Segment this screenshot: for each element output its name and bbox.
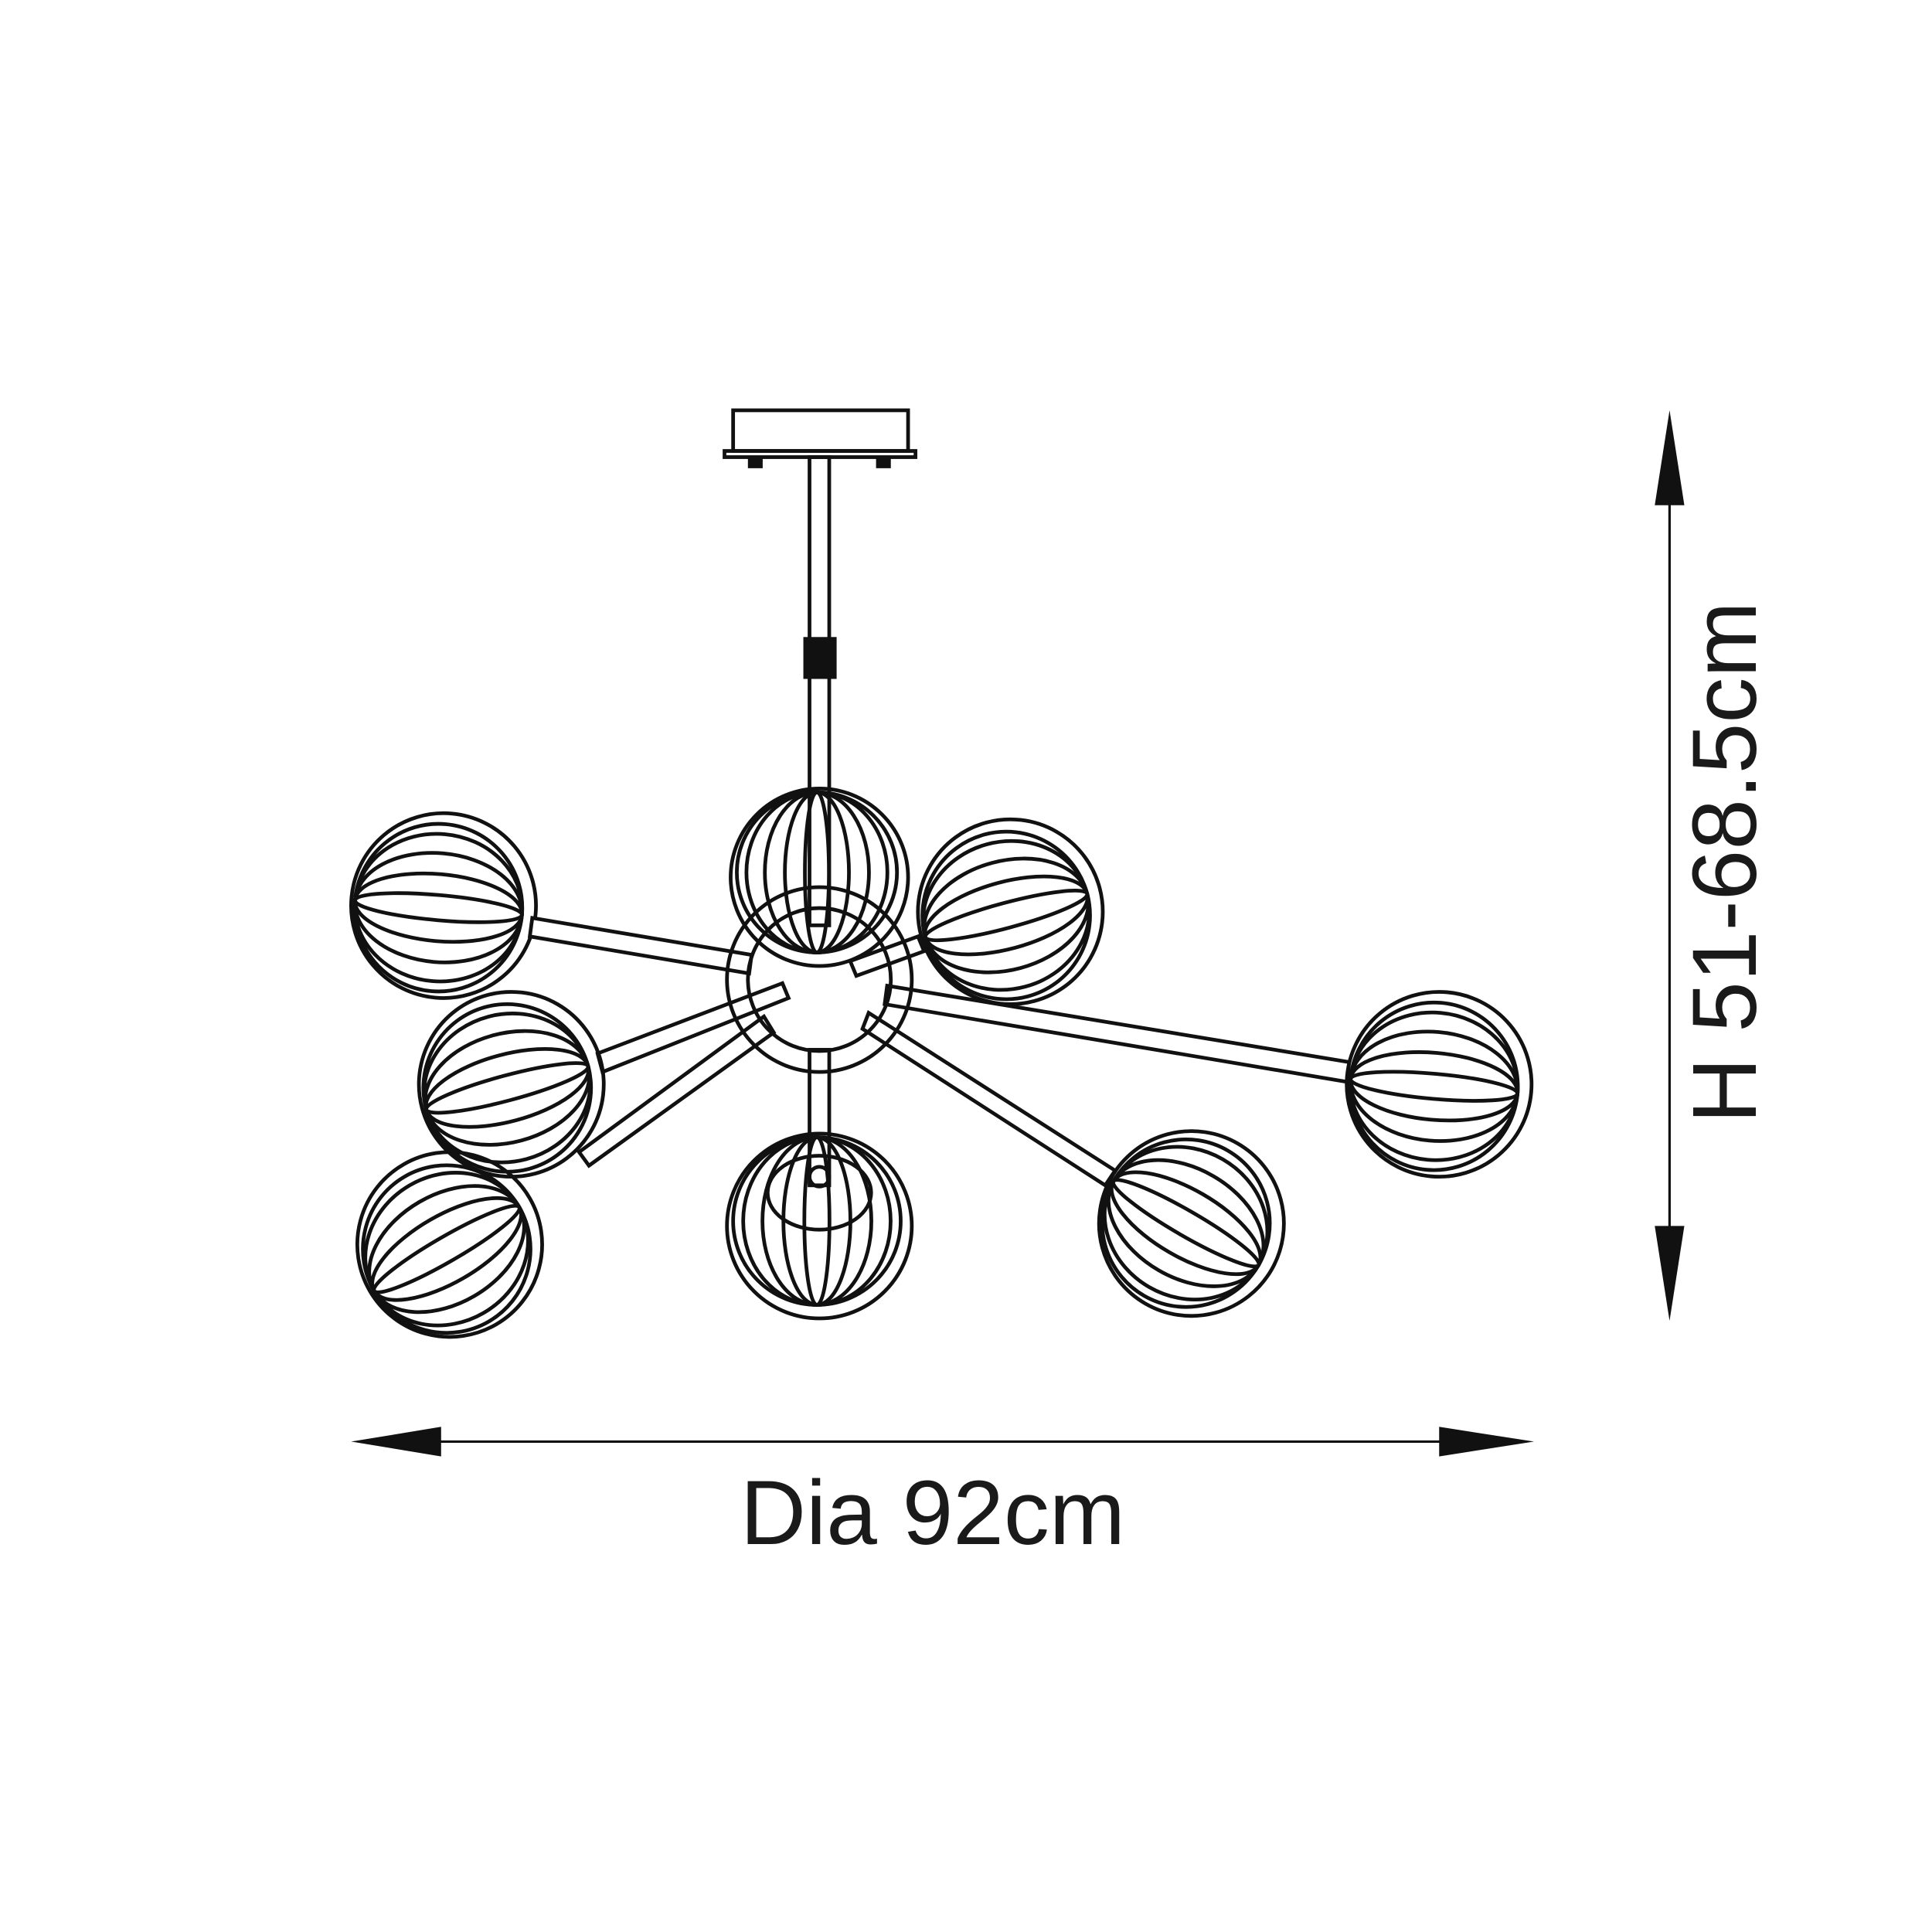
arm-left-upper bbox=[527, 916, 754, 976]
globe-bottom-center bbox=[725, 1131, 914, 1321]
diameter-label: Dia 92cm bbox=[740, 1462, 1125, 1564]
height-label: H 51-68.5cm bbox=[1674, 601, 1776, 1123]
diameter-dimension: Dia 92cm bbox=[351, 1427, 1535, 1564]
globe-far-right bbox=[1345, 990, 1534, 1179]
globe-top-left bbox=[349, 811, 538, 1000]
globes-back bbox=[349, 787, 1105, 1339]
globe-top-right bbox=[916, 817, 1105, 1006]
central-hub bbox=[725, 885, 914, 1074]
ceiling-plate bbox=[723, 408, 918, 468]
globe-bottom-right bbox=[1097, 1129, 1286, 1318]
globe-bottom-left bbox=[355, 1150, 544, 1339]
arm-right-lower bbox=[860, 1009, 1118, 1189]
globe-mid-left bbox=[417, 990, 606, 1179]
globe-top-center bbox=[729, 787, 910, 968]
globes-front bbox=[417, 990, 1534, 1318]
down-rod bbox=[765, 455, 873, 1232]
height-dimension: H 51-68.5cm bbox=[1655, 410, 1776, 1321]
